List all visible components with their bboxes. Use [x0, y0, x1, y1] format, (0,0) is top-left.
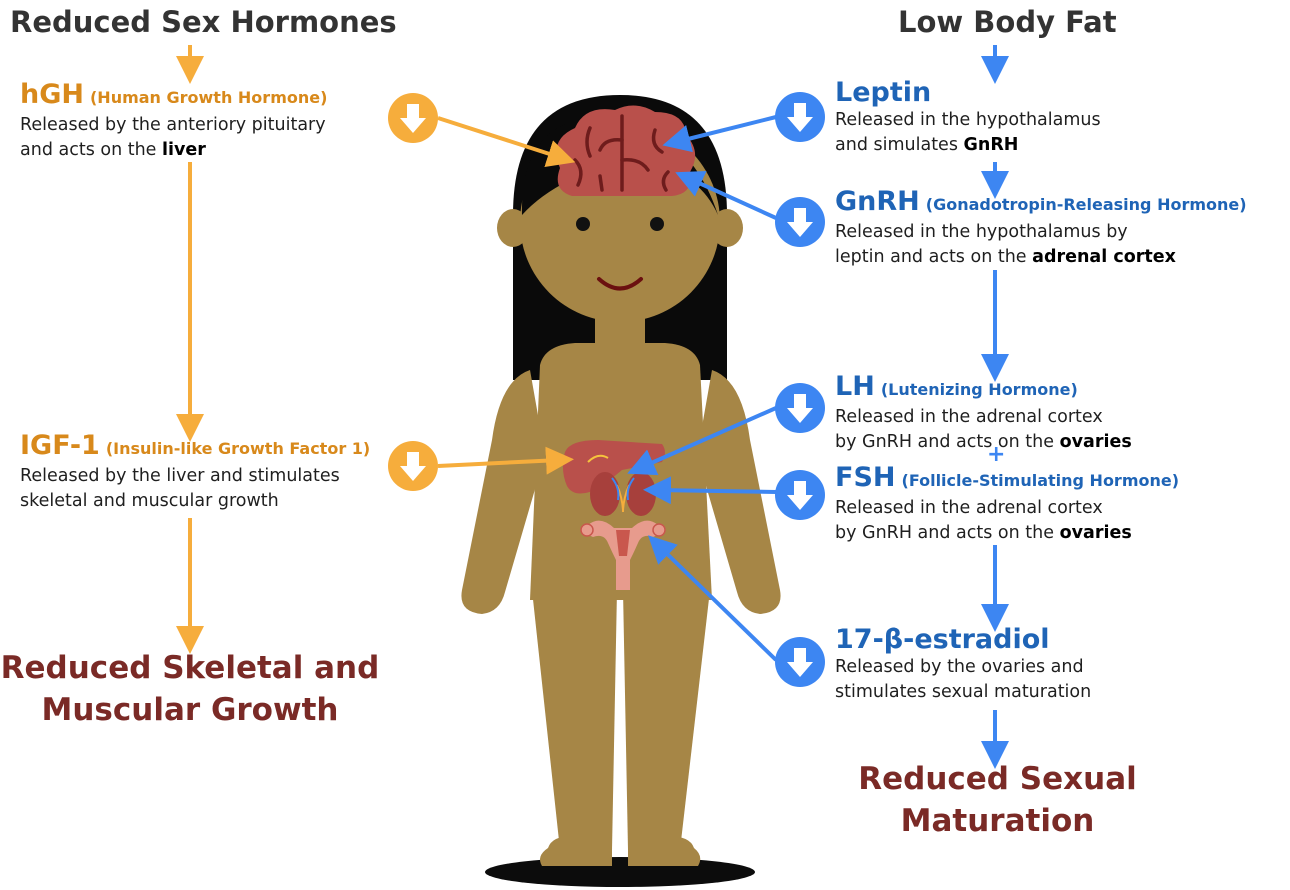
down-arrow-circle-icon	[775, 383, 825, 433]
estradiol-description: Released by the ovaries and stimulates s…	[835, 655, 1091, 705]
left-outcome: Reduced Skeletal and Muscular Growth	[0, 647, 380, 731]
estradiol-desc-line2: stimulates sexual maturation	[835, 680, 1091, 705]
fsh-title: FSH (Follicle-Stimulating Hormone)	[835, 463, 1179, 496]
igf1-desc-line2: skeletal and muscular growth	[20, 489, 370, 514]
left-header: Reduced Sex Hormones	[10, 5, 397, 39]
right-eye	[650, 217, 664, 231]
igf1-title: IGF-1 (Insulin-like Growth Factor 1)	[20, 431, 370, 464]
gnrh-block: GnRH (Gonadotropin-Releasing Hormone) Rel…	[835, 187, 1247, 270]
left-eye	[576, 217, 590, 231]
lh-description: Released in the adrenal cortex by GnRH a…	[835, 405, 1132, 455]
down-arrow-circle-icon	[388, 441, 438, 491]
left-leg	[532, 590, 617, 850]
gnrh-abbr: GnRH	[835, 186, 920, 217]
ground-shadow	[485, 857, 755, 887]
left-foot	[540, 836, 612, 866]
hgh-desc-line2: and acts on the liver	[20, 138, 327, 163]
hgh-full-name: (Human Growth Hormone)	[90, 88, 327, 107]
igf1-abbr: IGF-1	[20, 430, 100, 461]
pointer-fsh-to-kidneys	[657, 490, 776, 492]
hgh-title: hGH (Human Growth Hormone)	[20, 80, 327, 113]
right-header: Low Body Fat	[898, 5, 1117, 39]
lh-block: LH (Lutenizing Hormone) Released in the a…	[835, 372, 1132, 455]
right-leg	[623, 590, 710, 850]
left-outcome-line1: Reduced Skeletal and	[0, 647, 380, 689]
igf1-full-name: (Insulin-like Growth Factor 1)	[106, 439, 370, 458]
estradiol-title: 17-β-estradiol	[835, 625, 1091, 655]
hgh-abbr: hGH	[20, 79, 84, 110]
leptin-desc-line2: and simulates GnRH	[835, 133, 1101, 158]
hgh-block: hGH (Human Growth Hormone) Released by th…	[20, 80, 327, 163]
fsh-description: Released in the adrenal cortex by GnRH a…	[835, 496, 1179, 546]
leptin-desc-line1: Released in the hypothalamus	[835, 108, 1101, 133]
hgh-desc-line1: Released by the anteriory pituitary	[20, 113, 327, 138]
estradiol-block: 17-β-estradiol Released by the ovaries a…	[835, 625, 1091, 705]
fsh-desc-line1: Released in the adrenal cortex	[835, 496, 1179, 521]
down-arrow-circle-icon	[775, 637, 825, 687]
estradiol-desc-line1: Released by the ovaries and	[835, 655, 1091, 680]
igf1-block: IGF-1 (Insulin-like Growth Factor 1) Rele…	[20, 431, 370, 514]
lh-abbr: LH	[835, 371, 875, 402]
lh-title: LH (Lutenizing Hormone)	[835, 372, 1132, 405]
fsh-full-name: (Follicle-Stimulating Hormone)	[902, 471, 1180, 490]
fsh-abbr: FSH	[835, 462, 896, 493]
girl-figure	[461, 95, 780, 866]
right-outcome: Reduced Sexual Maturation	[820, 758, 1175, 842]
leptin-title: Leptin	[835, 78, 1101, 108]
gnrh-desc-line2: leptin and acts on the adrenal cortex	[835, 245, 1247, 270]
fsh-desc-line2: by GnRH and acts on the ovaries	[835, 521, 1179, 546]
lh-desc-line1: Released in the adrenal cortex	[835, 405, 1132, 430]
down-arrow-circle-icon	[775, 470, 825, 520]
down-arrow-circle-icon	[388, 93, 438, 143]
gnrh-full-name: (Gonadotropin-Releasing Hormone)	[926, 195, 1247, 214]
igf1-desc-line1: Released by the liver and stimulates	[20, 464, 370, 489]
right-outcome-line2: Maturation	[820, 800, 1175, 842]
leptin-block: Leptin Released in the hypothalamus and …	[835, 78, 1101, 158]
down-arrow-circle-icon	[775, 197, 825, 247]
gnrh-title: GnRH (Gonadotropin-Releasing Hormone)	[835, 187, 1247, 220]
gnrh-description: Released in the hypothalamus by leptin a…	[835, 220, 1247, 270]
leptin-description: Released in the hypothalamus and simulat…	[835, 108, 1101, 158]
igf1-description: Released by the liver and stimulates ske…	[20, 464, 370, 514]
lh-desc-line2: by GnRH and acts on the ovaries	[835, 430, 1132, 455]
right-outcome-line1: Reduced Sexual	[820, 758, 1175, 800]
lh-full-name: (Lutenizing Hormone)	[881, 380, 1078, 399]
hgh-description: Released by the anteriory pituitary and …	[20, 113, 327, 163]
gnrh-desc-line1: Released in the hypothalamus by	[835, 220, 1247, 245]
down-arrow-circle-icon	[775, 92, 825, 142]
fsh-block: FSH (Follicle-Stimulating Hormone) Releas…	[835, 463, 1179, 546]
left-outcome-line2: Muscular Growth	[0, 689, 380, 731]
right-foot	[628, 836, 700, 866]
